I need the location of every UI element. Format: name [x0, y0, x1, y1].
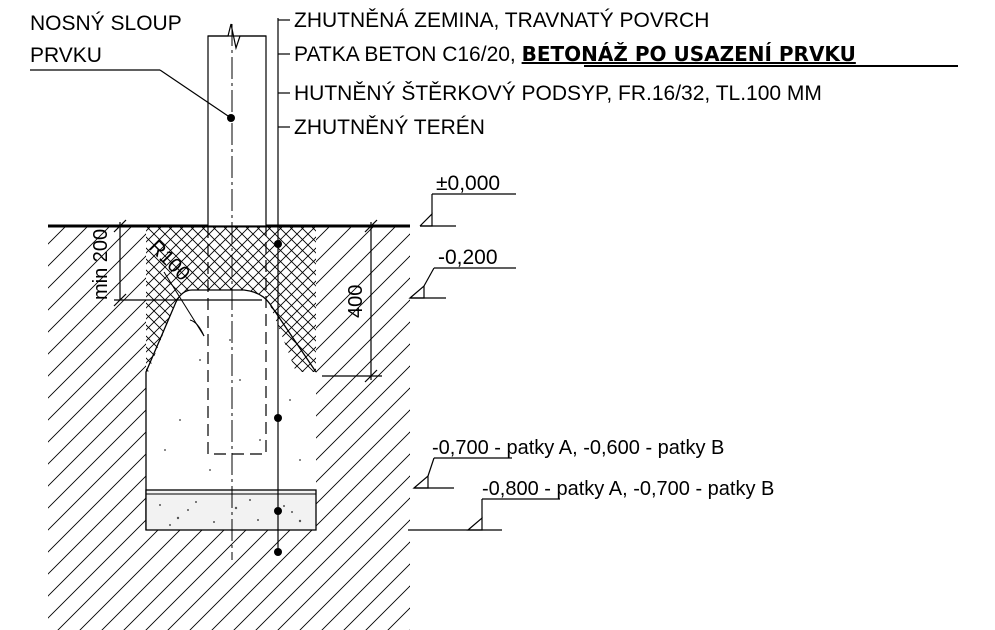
level-ground-text: ±0,000 — [436, 172, 500, 195]
radius-arrow-arc — [189, 319, 205, 337]
level-footing-bottom-text: -0,700 - patky A, -0,600 - patky B — [432, 437, 724, 459]
post-label-dot — [227, 114, 235, 122]
dimension-400-text: 400 — [345, 285, 367, 318]
concrete-footing-outline — [145, 289, 317, 530]
layer-label-topsoil: ZHUTNĚNÁ ZEMINA, TRAVNATÝ POVRCH — [294, 9, 709, 32]
gravel-bed — [145, 489, 317, 531]
dimension-400 — [322, 219, 382, 383]
soil-hatching — [48, 226, 410, 630]
layer-label-gravel: HUTNĚNÝ ŠTĚRKOVÝ PODSYP, FR.16/32, TL.10… — [294, 82, 822, 105]
support-post — [207, 35, 267, 227]
dimension-min-200 — [113, 219, 262, 307]
post-break-mark — [208, 23, 266, 51]
level-gravel-bottom-text: -0,800 - patky A, -0,700 - patky B — [482, 478, 774, 500]
post-label-line1: NOSNÝ SLOUP — [30, 12, 182, 35]
level-marks — [408, 193, 560, 531]
layer-leader-ticks — [278, 19, 290, 128]
embedded-post — [207, 226, 267, 455]
concrete-texture — [164, 339, 301, 471]
gravel-texture — [159, 499, 302, 526]
dimension-min-200-text: min 200 — [90, 229, 112, 300]
post-label-line2: PRVKU — [30, 44, 102, 67]
layer-label-footing: PATKA BETON C16/20, BETONÁŽ PO USAZENÍ P… — [294, 42, 856, 66]
level-minus200-text: -0,200 — [438, 246, 498, 269]
layer-leader-dots — [274, 240, 282, 556]
post-label-leader-diagonal — [159, 69, 232, 119]
layer-label-terrain: ZHUTNĚNÝ TERÉN — [294, 116, 485, 139]
